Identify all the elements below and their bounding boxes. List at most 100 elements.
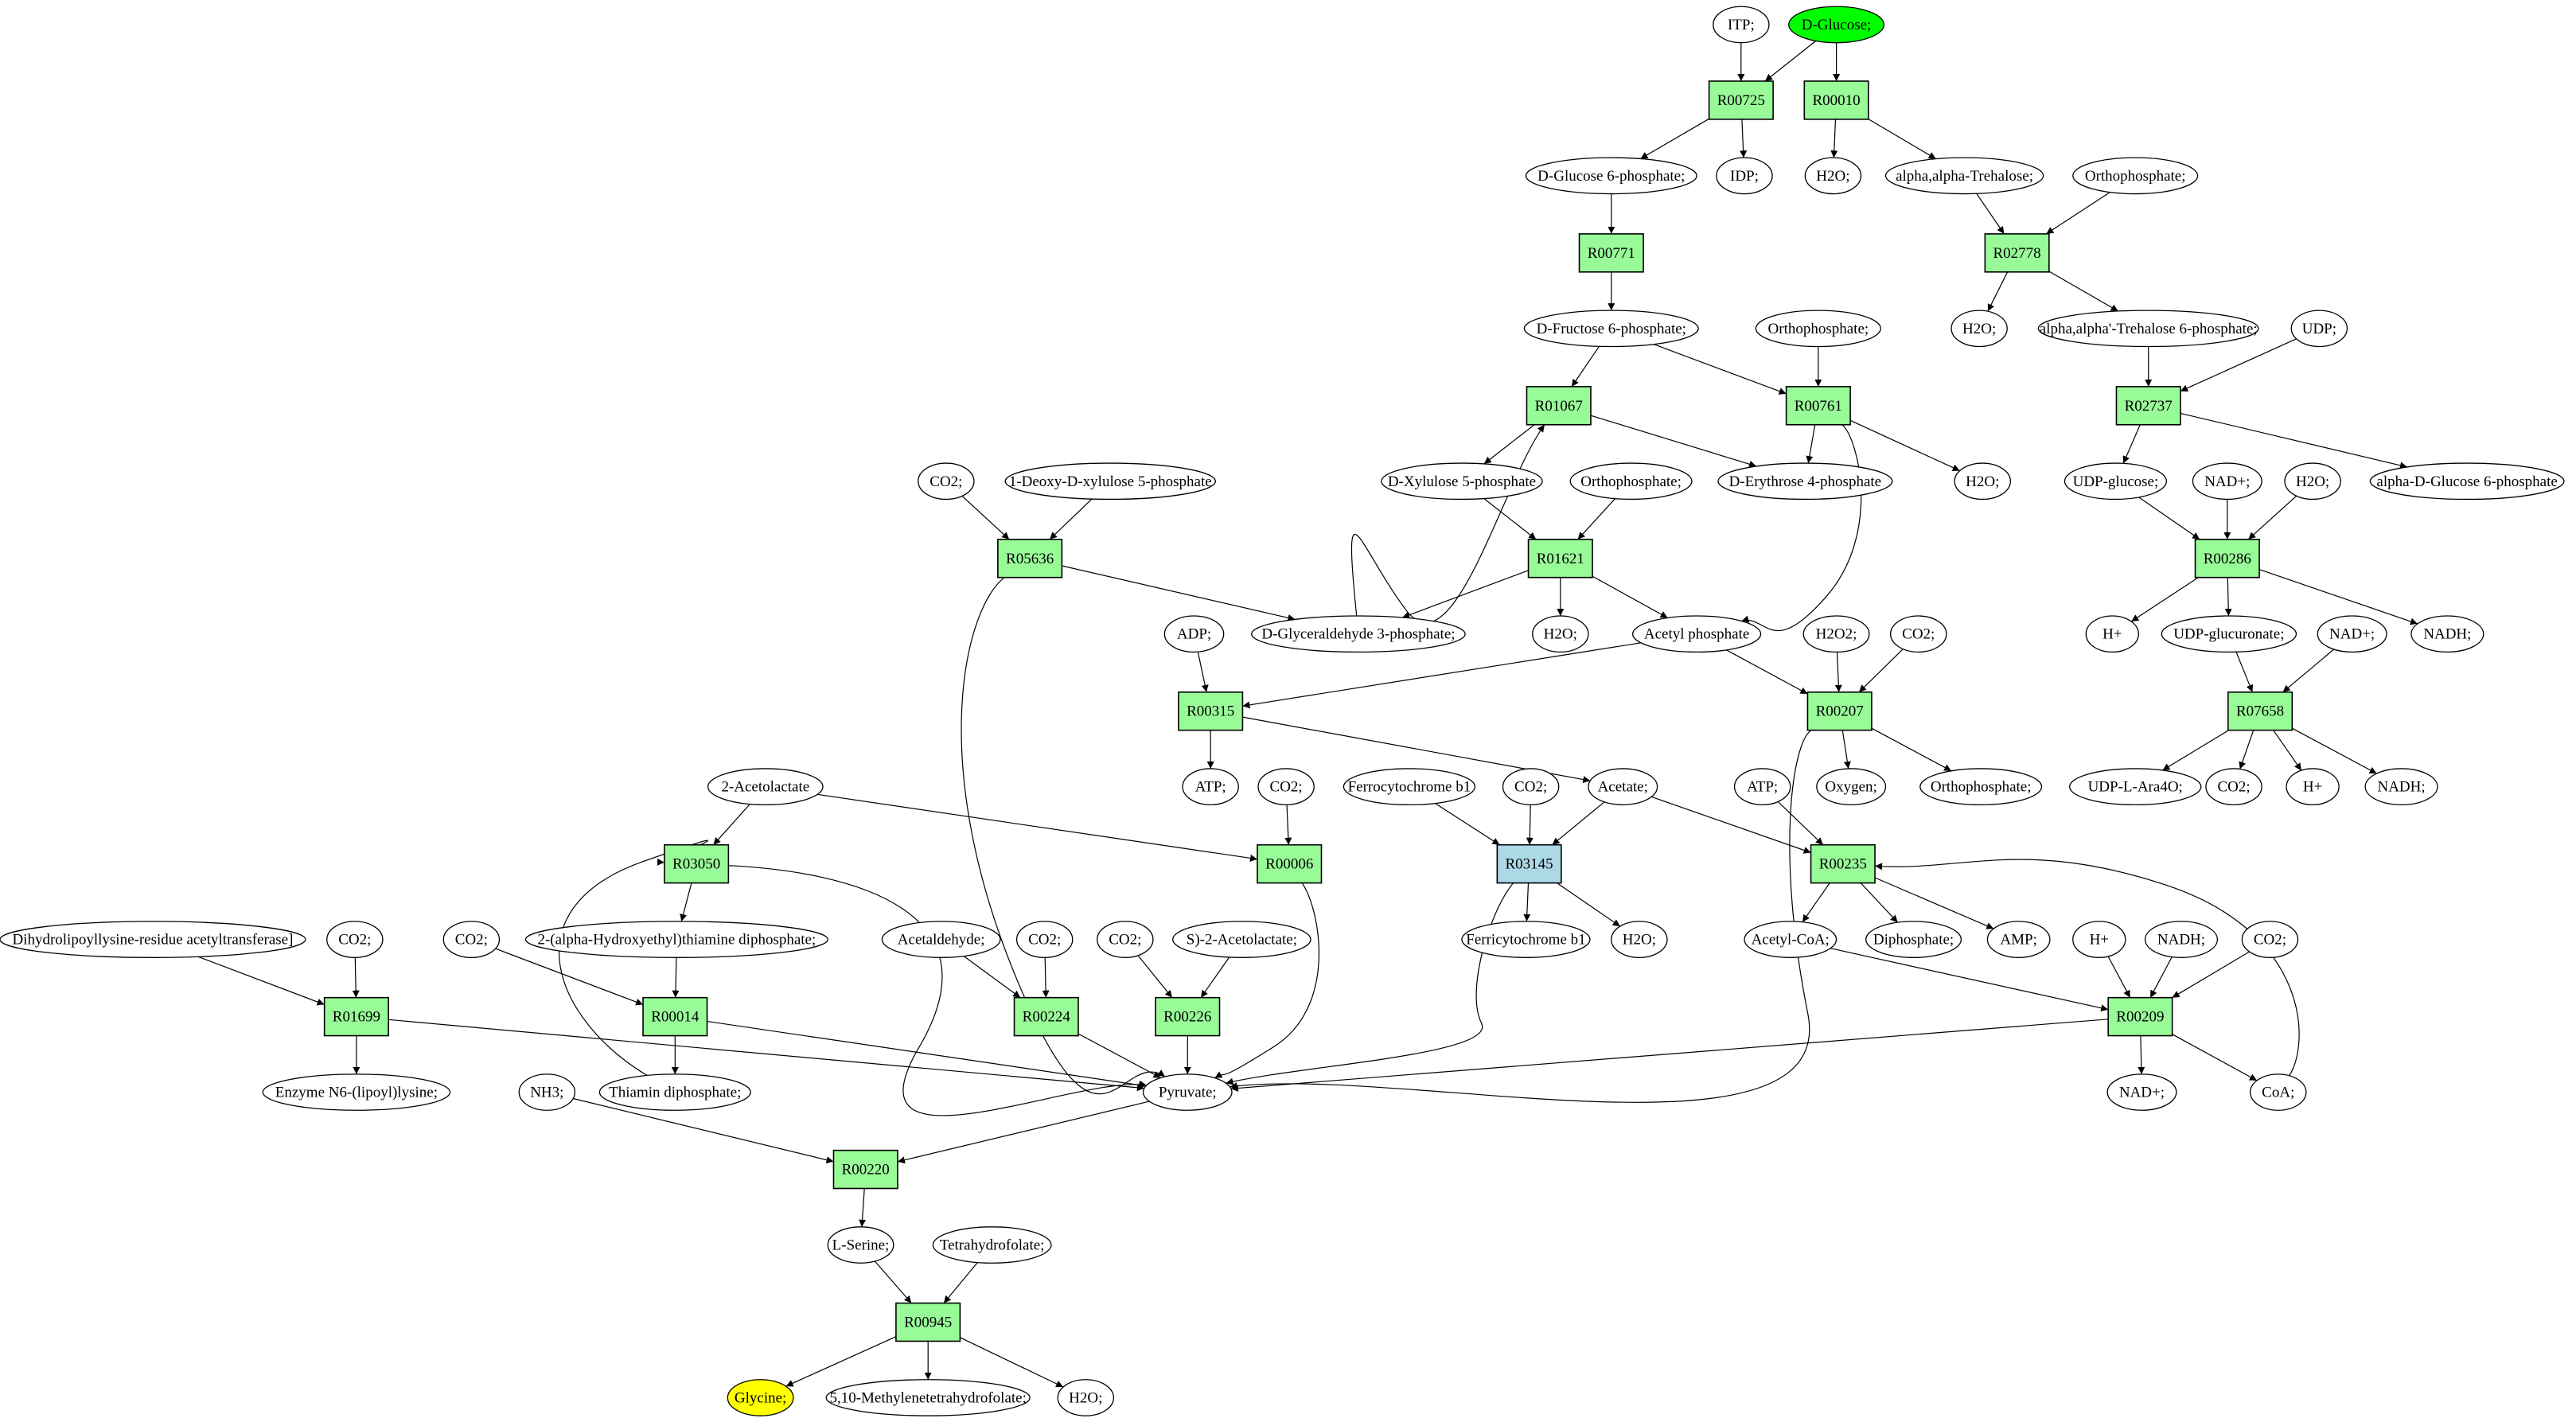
compound-node-f6p[interactable]: D-Fructose 6-phosphate; bbox=[1523, 310, 1699, 348]
reaction-shape bbox=[1257, 843, 1323, 884]
compound-node-e4p[interactable]: D-Erythrose 4-phosphate bbox=[1717, 462, 1893, 501]
compound-node-adp[interactable]: ADP; bbox=[1163, 615, 1225, 653]
reaction-node-r01699[interactable]: R01699 bbox=[323, 996, 389, 1037]
reaction-node-r01067[interactable]: R01067 bbox=[1526, 386, 1592, 426]
reaction-node-r00010[interactable]: R00010 bbox=[1803, 80, 1869, 120]
reaction-node-r00315[interactable]: R00315 bbox=[1178, 691, 1244, 731]
compound-node-hethdp[interactable]: 2-(alpha-Hydroxyethyl)thiamine diphospha… bbox=[524, 921, 828, 958]
compound-node-methylene-thf[interactable]: 5,10-Methylenetetrahydrofolate; bbox=[825, 1379, 1031, 1416]
compound-node-h2o2[interactable]: H2O2; bbox=[1802, 615, 1870, 653]
compound-node-ferricyt[interactable]: Ferricytochrome b1 bbox=[1461, 921, 1591, 958]
reaction-node-r03145[interactable]: R03145 bbox=[1496, 843, 1562, 884]
compound-node-co2-e[interactable]: CO2; bbox=[2205, 768, 2262, 806]
reaction-node-r00725[interactable]: R00725 bbox=[1708, 80, 1774, 120]
compound-node-udp[interactable]: UDP; bbox=[2290, 310, 2348, 348]
reaction-node-r00006[interactable]: R00006 bbox=[1257, 843, 1323, 884]
compound-node-hplus-a[interactable]: H+ bbox=[2085, 615, 2139, 653]
compound-node-acetyl-coa[interactable]: Acetyl-CoA; bbox=[1744, 921, 1837, 958]
compound-node-hplus-c[interactable]: H+ bbox=[2072, 921, 2126, 958]
compound-node-itp[interactable]: ITP; bbox=[1713, 6, 1770, 44]
compound-node-co2-d[interactable]: CO2; bbox=[1502, 768, 1560, 806]
compound-node-amp[interactable]: AMP; bbox=[1986, 921, 2051, 958]
compound-node-idp[interactable]: IDP; bbox=[1716, 157, 1773, 195]
compound-node-d-glucose[interactable]: D-Glucose; bbox=[1788, 6, 1885, 44]
compound-node-nad-b[interactable]: NAD+; bbox=[2317, 615, 2387, 653]
compound-node-h2o-c[interactable]: H2O; bbox=[1954, 462, 2011, 501]
compound-node-udp-ara[interactable]: UDP-L-Ara4O; bbox=[2068, 768, 2202, 806]
reaction-node-r00771[interactable]: R00771 bbox=[1578, 233, 1644, 273]
compound-node-serine[interactable]: L-Serine; bbox=[827, 1226, 894, 1264]
compound-node-nh3[interactable]: NH3; bbox=[518, 1073, 576, 1111]
reaction-node-r01621[interactable]: R01621 bbox=[1527, 539, 1593, 579]
compound-node-h2o-a[interactable]: H2O; bbox=[1804, 157, 1862, 195]
compound-node-h2o-d[interactable]: H2O; bbox=[2284, 462, 2341, 501]
compound-node-acetolactate2[interactable]: 2-Acetolactate bbox=[707, 768, 824, 806]
compound-node-tre6p[interactable]: alpha,alpha'-Trehalose 6-phosphate; bbox=[2037, 310, 2259, 348]
compound-node-nadh-c[interactable]: NADH; bbox=[2144, 921, 2219, 958]
compound-node-pi-b[interactable]: Orthophosphate; bbox=[1755, 310, 1881, 348]
compound-node-pyruvate[interactable]: Pyruvate; bbox=[1142, 1073, 1233, 1111]
reaction-node-r02737[interactable]: R02737 bbox=[2115, 386, 2181, 426]
compound-node-dxp[interactable]: 1-Deoxy-D-xylulose 5-phosphate bbox=[1004, 462, 1217, 501]
compound-node-atp-a[interactable]: ATP; bbox=[1182, 768, 1239, 806]
compound-node-lipoyl[interactable]: Enzyme N6-(lipoyl)lysine; bbox=[262, 1073, 451, 1111]
reaction-node-r00761[interactable]: R00761 bbox=[1785, 386, 1851, 426]
compound-node-acetaldehyde[interactable]: Acetaldehyde; bbox=[881, 921, 1001, 958]
compound-node-acetyl-p[interactable]: Acetyl phosphate bbox=[1631, 615, 1762, 653]
reaction-node-r05636[interactable]: R05636 bbox=[997, 539, 1063, 579]
compound-node-udp-glcua[interactable]: UDP-glucuronate; bbox=[2161, 615, 2297, 653]
compound-node-thdp[interactable]: Thiamin diphosphate; bbox=[598, 1073, 751, 1111]
compound-node-co2-b[interactable]: CO2; bbox=[1890, 615, 1947, 653]
compound-node-h2o-e[interactable]: H2O; bbox=[1532, 615, 1589, 653]
reaction-node-r00209[interactable]: R00209 bbox=[2107, 996, 2173, 1037]
compound-node-agl6p[interactable]: alpha-D-Glucose 6-phosphate bbox=[2369, 462, 2565, 501]
compound-node-co2-g[interactable]: CO2; bbox=[442, 921, 501, 958]
compound-node-ferrocyt[interactable]: Ferrocytochrome b1 bbox=[1343, 768, 1476, 806]
reaction-node-r07658[interactable]: R07658 bbox=[2227, 691, 2293, 731]
compound-node-udp-glucose[interactable]: UDP-glucose; bbox=[2064, 462, 2168, 501]
compound-node-co2-c[interactable]: CO2; bbox=[1257, 768, 1315, 806]
reaction-shape bbox=[1155, 996, 1221, 1037]
compound-node-xu5p[interactable]: D-Xylulose 5-phosphate bbox=[1381, 462, 1543, 501]
compound-node-acetate[interactable]: Acetate; bbox=[1588, 768, 1658, 806]
reaction-node-r00224[interactable]: R00224 bbox=[1013, 996, 1079, 1037]
compound-node-co2-a[interactable]: CO2; bbox=[918, 462, 975, 501]
compound-node-pi-d[interactable]: Orthophosphate; bbox=[1919, 768, 2043, 806]
compound-node-co2-f[interactable]: CO2; bbox=[326, 921, 384, 958]
reaction-node-r00235[interactable]: R00235 bbox=[1810, 843, 1876, 884]
compound-node-co2-j[interactable]: CO2; bbox=[2241, 921, 2299, 958]
compound-node-co2-h[interactable]: CO2; bbox=[1015, 921, 1074, 958]
compound-node-diphosphate[interactable]: Diphosphate; bbox=[1865, 921, 1962, 958]
compound-node-hplus-b[interactable]: H+ bbox=[2286, 768, 2340, 806]
reaction-node-r00207[interactable]: R00207 bbox=[1806, 691, 1873, 731]
compound-node-dihydrolipo[interactable]: Dihydrolipoyllysine-residue acetyltransf… bbox=[0, 921, 306, 958]
compound-node-thf[interactable]: Tetrahydrofolate; bbox=[932, 1226, 1052, 1264]
compound-shape bbox=[707, 768, 824, 806]
reaction-node-r00945[interactable]: R00945 bbox=[895, 1302, 961, 1342]
compound-node-oxygen[interactable]: Oxygen; bbox=[1816, 768, 1887, 806]
reaction-node-r00014[interactable]: R00014 bbox=[642, 996, 708, 1037]
reaction-node-r03050[interactable]: R03050 bbox=[664, 843, 730, 884]
compound-node-h2o-f[interactable]: H2O; bbox=[1611, 921, 1668, 958]
compound-node-nad-a[interactable]: NAD+; bbox=[2192, 462, 2262, 501]
compound-node-h2o-b[interactable]: H2O; bbox=[1951, 310, 2008, 348]
compound-node-trehalose[interactable]: alpha,alpha-Trehalose; bbox=[1884, 157, 2044, 195]
compound-node-nad-c[interactable]: NAD+; bbox=[2106, 1073, 2177, 1111]
compound-node-pi-c[interactable]: Orthophosphate; bbox=[1569, 462, 1693, 501]
compound-node-h2o-g[interactable]: H2O; bbox=[1057, 1379, 1115, 1416]
reaction-node-r02778[interactable]: R02778 bbox=[1984, 233, 2050, 273]
compound-node-g6p[interactable]: D-Glucose 6-phosphate; bbox=[1525, 157, 1697, 195]
reaction-node-r00286[interactable]: R00286 bbox=[2194, 539, 2260, 579]
compound-label: H2O; bbox=[2296, 473, 2329, 490]
compound-node-s-acetolactate[interactable]: S)-2-Acetolactate; bbox=[1172, 921, 1311, 958]
compound-node-nadh-b[interactable]: NADH; bbox=[2364, 768, 2438, 806]
compound-node-coa[interactable]: CoA; bbox=[2250, 1073, 2307, 1111]
compound-node-co2-i[interactable]: CO2; bbox=[1097, 921, 1154, 958]
compound-node-pi-a[interactable]: Orthophosphate; bbox=[2072, 157, 2199, 195]
compound-node-atp-b[interactable]: ATP; bbox=[1733, 768, 1791, 806]
reaction-node-r00226[interactable]: R00226 bbox=[1155, 996, 1221, 1037]
reaction-node-r00220[interactable]: R00220 bbox=[832, 1149, 898, 1190]
compound-node-g3p[interactable]: D-Glyceraldehyde 3-phosphate; bbox=[1251, 615, 1466, 653]
compound-node-glycine[interactable]: Glycine; bbox=[727, 1379, 794, 1416]
compound-node-nadh-a[interactable]: NADH; bbox=[2410, 615, 2484, 653]
